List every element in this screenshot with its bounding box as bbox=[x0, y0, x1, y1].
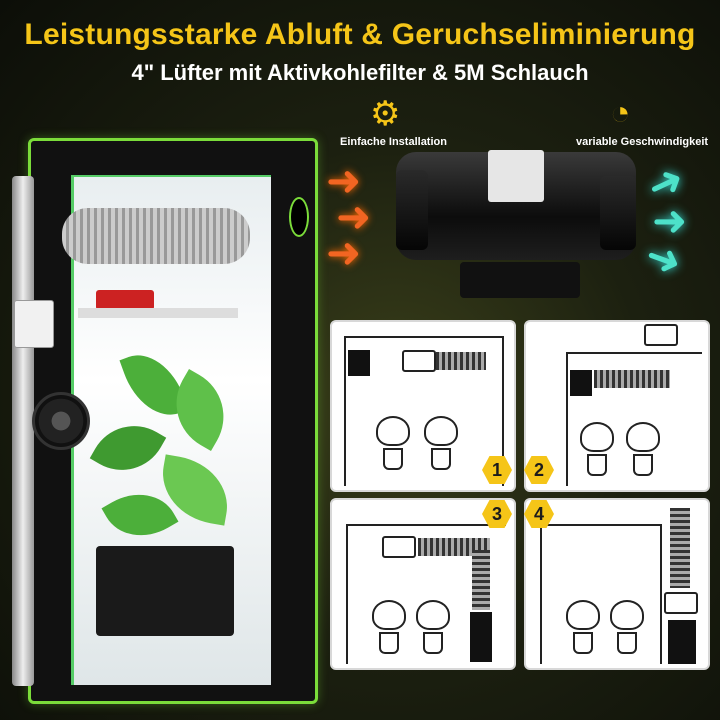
installation-panel-4 bbox=[524, 498, 710, 670]
clip-fan-icon bbox=[32, 392, 90, 450]
mini-plant-icon bbox=[566, 600, 600, 658]
carbon-filter-icon bbox=[570, 370, 592, 396]
mini-fan-icon bbox=[644, 324, 678, 346]
hot-air-arrow-icon: ➜ bbox=[326, 229, 362, 276]
installation-panel-1 bbox=[330, 320, 516, 492]
hot-air-arrow-icon: ➜ bbox=[336, 193, 372, 240]
installation-panel-3 bbox=[330, 498, 516, 670]
carbon-filter-icon bbox=[470, 612, 492, 662]
inline-fan-mount bbox=[460, 262, 580, 298]
feature-label-installation: Einfache Installation bbox=[340, 136, 447, 148]
mini-plant-icon bbox=[372, 600, 406, 658]
inline-fan-label-sticker bbox=[488, 150, 544, 202]
mini-fan-icon bbox=[382, 536, 416, 558]
tent-pole bbox=[12, 176, 34, 686]
carbon-filter-icon bbox=[348, 350, 370, 376]
fabric-grow-pot bbox=[96, 546, 234, 636]
headline-subtitle: 4" Lüfter mit Aktivkohlefilter & 5M Schl… bbox=[131, 60, 589, 85]
mini-plant-icon bbox=[580, 422, 614, 480]
cool-air-arrow-icon: ➜ bbox=[652, 197, 688, 244]
inline-fan-outlet bbox=[600, 176, 636, 250]
mini-plant-icon bbox=[610, 600, 644, 658]
grow-light-panel bbox=[78, 308, 238, 318]
gear-wrench-icon: ⚙ bbox=[370, 95, 401, 133]
mini-fan-icon bbox=[664, 592, 698, 614]
feature-label-speed: variable Geschwindigkeit bbox=[576, 136, 709, 148]
hot-air-arrow-icon: ➜ bbox=[326, 157, 362, 204]
mini-plant-icon bbox=[416, 600, 450, 658]
grow-light-driver bbox=[96, 290, 154, 310]
mini-plant-icon bbox=[626, 422, 660, 480]
mini-plant-icon bbox=[424, 416, 458, 474]
headline-title: Leistungsstarke Abluft & Geruchseliminie… bbox=[24, 18, 696, 51]
mini-plant-icon bbox=[376, 416, 410, 474]
cool-air-arrow-icon: ➜ bbox=[639, 230, 689, 287]
carbon-filter-icon bbox=[668, 620, 696, 664]
thermometer-icon bbox=[14, 300, 54, 348]
installation-panel-2 bbox=[524, 320, 710, 492]
mini-fan-icon bbox=[402, 350, 436, 372]
inline-fan-intake bbox=[396, 170, 428, 250]
tent-duct-hose bbox=[62, 208, 250, 264]
speedometer-icon: ◔ bbox=[610, 94, 631, 132]
tent-vent-port bbox=[289, 197, 309, 237]
